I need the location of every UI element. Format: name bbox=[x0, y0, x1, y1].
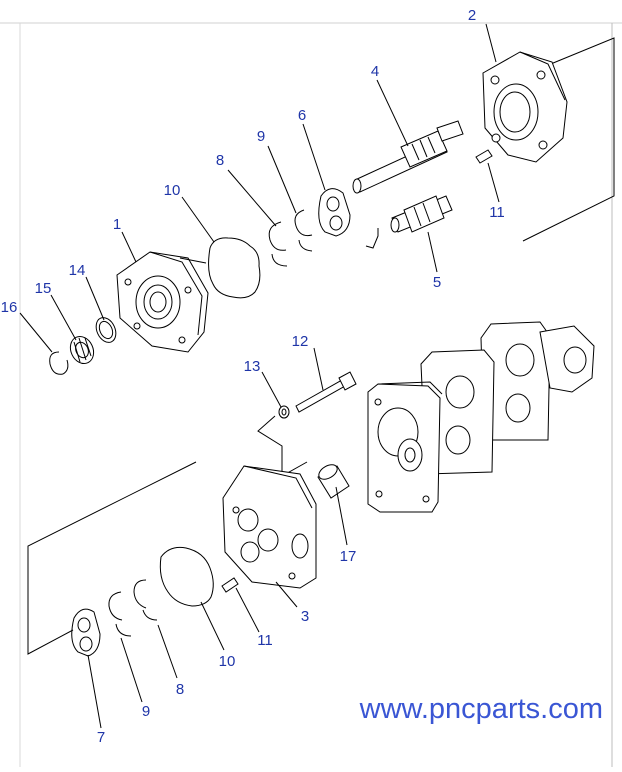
part-10-gasket-lower bbox=[159, 546, 214, 607]
part-11-dowel-pin-upper bbox=[475, 149, 493, 164]
part-5-driven-gear bbox=[390, 195, 453, 233]
part-14-o-ring bbox=[95, 317, 117, 343]
callout-7: 7 bbox=[97, 729, 105, 746]
callout-2: 2 bbox=[468, 7, 476, 24]
part-9-seal-lower bbox=[108, 591, 132, 637]
callouts: 2 4 6 9 8 10 1 11 5 14 15 16 12 13 17 3 … bbox=[1, 7, 505, 746]
callout-12: 12 bbox=[292, 333, 309, 350]
callout-9-upper: 9 bbox=[257, 128, 265, 145]
part-10-gasket-upper bbox=[208, 237, 261, 299]
part-17-bushing bbox=[317, 464, 350, 499]
reference-lines-middle bbox=[257, 415, 308, 477]
callout-17: 17 bbox=[340, 548, 357, 565]
callout-1: 1 bbox=[113, 216, 121, 233]
pump-assembly bbox=[367, 321, 595, 513]
callout-6: 6 bbox=[298, 107, 306, 124]
part-8-seal-upper bbox=[268, 221, 288, 267]
part-2-end-cover bbox=[482, 51, 568, 163]
callout-16: 16 bbox=[1, 299, 18, 316]
part-1-front-cover bbox=[116, 251, 209, 353]
callout-5: 5 bbox=[433, 274, 441, 291]
watermark-text: www.pncparts.com bbox=[359, 693, 603, 725]
callout-10-upper: 10 bbox=[164, 182, 181, 199]
callout-3: 3 bbox=[301, 608, 309, 625]
callout-13: 13 bbox=[244, 358, 261, 375]
part-12-bolt bbox=[295, 371, 357, 413]
callout-4: 4 bbox=[371, 63, 379, 80]
callout-11-lower: 11 bbox=[257, 632, 273, 649]
part-7-plate bbox=[71, 608, 101, 657]
part-8-seal-lower bbox=[133, 579, 158, 621]
callout-8-lower: 8 bbox=[176, 681, 184, 698]
reference-lines-lower bbox=[27, 461, 197, 655]
part-9-seal-upper bbox=[294, 209, 313, 252]
callout-8-upper: 8 bbox=[216, 152, 224, 169]
callout-11-upper: 11 bbox=[489, 204, 505, 221]
part-6-plate bbox=[318, 188, 351, 237]
callout-15: 15 bbox=[35, 280, 52, 297]
leader-lines bbox=[19, 23, 500, 729]
part-15-oil-seal bbox=[69, 335, 95, 365]
part-16-snap-ring bbox=[49, 351, 69, 375]
part-11-dowel-pin-lower bbox=[221, 577, 239, 593]
callout-9-lower: 9 bbox=[142, 703, 150, 720]
part-4-drive-shaft bbox=[352, 120, 464, 194]
page-frame bbox=[0, 22, 622, 767]
part-3-body bbox=[222, 465, 317, 589]
part-13-washer bbox=[278, 405, 290, 419]
reference-lines-upper bbox=[365, 37, 615, 249]
callout-10-lower: 10 bbox=[219, 653, 236, 670]
callout-14: 14 bbox=[69, 262, 86, 279]
